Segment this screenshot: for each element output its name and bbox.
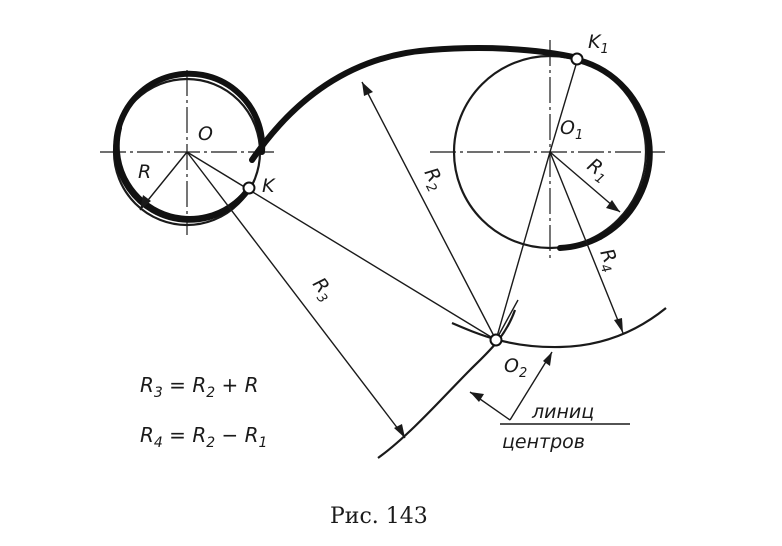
label-r3: R3 [305, 274, 339, 307]
locus-arc-r3 [377, 309, 517, 459]
center-lines-o1 [430, 40, 665, 262]
circle-o1-thick-arc [575, 57, 653, 240]
circle-o1-thick-arc-2 [557, 234, 603, 251]
note-line-2: центров [502, 431, 585, 453]
circle-o1 [452, 54, 648, 250]
label-o: O [198, 123, 213, 145]
label-o2: O2 [504, 355, 527, 381]
label-r: R [138, 161, 151, 183]
point-o2 [489, 333, 503, 347]
figure-caption: Рис. 143 [330, 504, 428, 529]
connecting-arc-r2 [249, 45, 581, 163]
point-k [242, 181, 256, 195]
arrowheads [140, 82, 623, 438]
label-r2: R2 [416, 164, 449, 195]
formula-r4: R4 = R2 − R1 [140, 423, 267, 451]
label-o1: O1 [560, 117, 583, 143]
locus-arc-r4 [451, 307, 667, 349]
point-k1 [570, 52, 584, 66]
label-r4: R4 [592, 246, 624, 276]
label-k1: K1 [588, 31, 609, 57]
radius-lines [139, 57, 630, 439]
formula-r3: R3 = R2 + R [140, 373, 259, 401]
label-k: K [262, 175, 276, 197]
circle-o-thick-arc-lower [113, 125, 251, 222]
note-line-1: линиц [531, 401, 594, 423]
